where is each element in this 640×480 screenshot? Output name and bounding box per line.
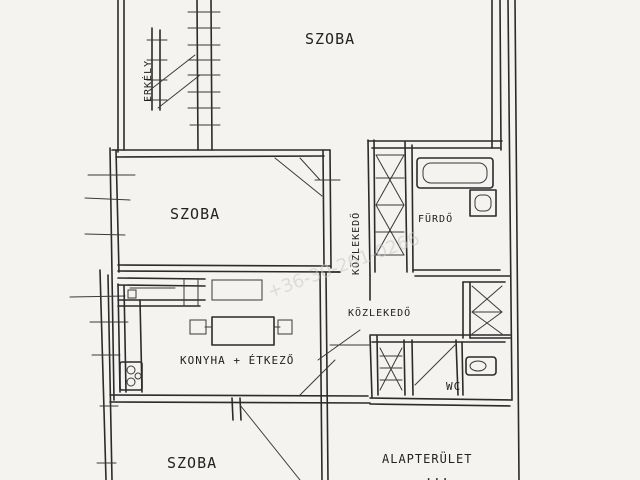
- floor-area-label: ALAPTERÜLET: [382, 450, 472, 466]
- terrace-stair: [146, 27, 201, 111]
- bathroom-walls: [367, 139, 511, 277]
- room-label-wc: WC: [446, 380, 461, 393]
- ventilation-shaft: [187, 0, 221, 151]
- room-label-hall-vertical: KÖZLEKEDŐ: [348, 212, 362, 275]
- wc-walls: [329, 334, 511, 399]
- outer-walls: [99, 0, 520, 480]
- room-label-middle: SZOBA: [170, 205, 220, 223]
- middle-room-walls: [111, 149, 341, 273]
- room-label-kitchen: KONYHA + ÉTKEZŐ: [180, 353, 294, 367]
- dimension-lines-left: [69, 174, 136, 464]
- dining-table: [189, 316, 293, 346]
- washbasin: [469, 189, 497, 217]
- toilet: [465, 356, 497, 376]
- lower-wall: [109, 271, 513, 480]
- room-label-top: SZOBA: [305, 30, 355, 48]
- kitchen-walls: [117, 277, 263, 393]
- room-label-hall: KÖZLEKEDŐ: [348, 305, 411, 319]
- bathtub: [416, 157, 494, 189]
- room-label-bathroom: FÜRDŐ: [418, 211, 453, 225]
- hall-walls: [329, 271, 511, 339]
- floor-area-value: ...: [425, 469, 450, 480]
- room-label-terrace: ERKÉLY: [141, 60, 154, 102]
- room-label-bottom: SZOBA: [167, 454, 217, 472]
